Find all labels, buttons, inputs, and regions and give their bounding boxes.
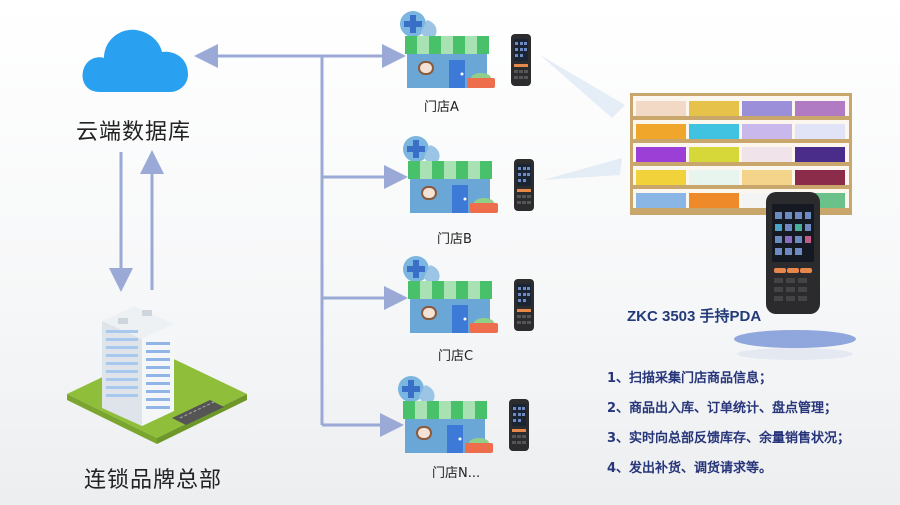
shelf-product [689,147,739,162]
pda-icon [511,34,531,86]
storefront-icon [403,136,498,213]
scan-beam-a [540,55,625,118]
feature-item: 2、商品出入库、订单统计、盘点管理； [607,401,838,416]
retail-shelf-icon [630,93,852,215]
feature-list: 1、扫描采集门店商品信息； 2、商品出入库、订单统计、盘点管理； 3、实时向总部… [607,364,850,484]
store-label: 门店C [438,349,474,364]
store-label: 门店B [437,232,472,247]
shelf-product [795,147,845,162]
shelf-product [795,170,845,185]
shelf-product [636,124,686,139]
pda-pedestal [734,330,856,360]
shelf-product [636,147,686,162]
shelf-product [689,193,739,208]
shelf-product [795,101,845,116]
store-label: 门店N... [432,466,481,481]
cloud-icon [82,29,188,92]
shelf-product [689,124,739,139]
office-building-icon [67,306,247,444]
storefront-icon [400,11,495,88]
pda-title: ZKC 3503 手持PDA [627,308,762,325]
pda-icon [514,279,534,331]
shelf-product [742,101,792,116]
shelf-product [795,124,845,139]
shelf-product [636,101,686,116]
store-label: 门店A [424,100,459,115]
shelf-product [689,101,739,116]
cloud-label: 云端数据库 [76,120,192,145]
storefront-icon [398,376,493,453]
headquarters-label: 连锁品牌总部 [84,468,223,493]
feature-item: 4、发出补货、调货请求等。 [607,461,773,476]
pda-device-icon [766,192,820,314]
shelf-product [742,124,792,139]
shelf-product [742,170,792,185]
shelf-product [742,147,792,162]
pda-icon [514,159,534,211]
storefront-icon [403,256,498,333]
scan-beam-b [543,158,622,180]
feature-item: 3、实时向总部反馈库存、余量销售状况； [607,431,851,446]
pda-icon [509,399,529,451]
shelf-product [636,170,686,185]
feature-item: 1、扫描采集门店商品信息； [607,371,773,386]
shelf-product [636,193,686,208]
shelf-product [689,170,739,185]
